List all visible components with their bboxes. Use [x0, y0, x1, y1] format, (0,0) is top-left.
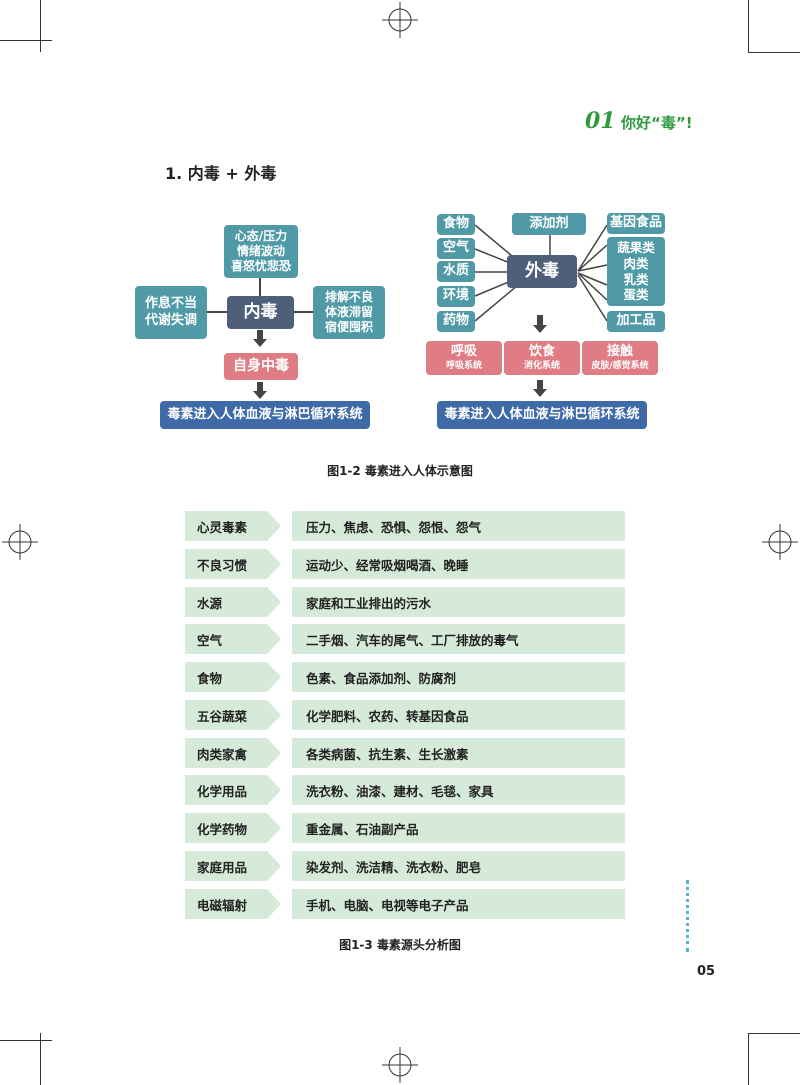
row-label: 不良习惯 [185, 549, 267, 579]
outer-right-label: 蛋类 [623, 287, 649, 303]
outer-top-label: 添加剂 [529, 215, 569, 231]
table-row: 化学用品 洗衣粉、油漆、建材、毛毯、家具 [185, 775, 625, 805]
route-breathing: 呼吸 呼吸系统 [426, 341, 502, 375]
inner-left-box: 作息不当 代谢失调 [135, 286, 207, 339]
page-side-dots [686, 880, 689, 952]
outer-toxin-center: 外毒 [507, 255, 577, 288]
outer-left-label: 药物 [442, 313, 469, 329]
inner-center-label: 内毒 [243, 301, 278, 322]
inner-left-line: 作息不当 [144, 296, 197, 312]
row-value: 手机、电脑、电视等电子产品 [292, 889, 625, 919]
outer-right-processed: 加工品 [607, 311, 665, 332]
row-label: 五谷蔬菜 [185, 700, 267, 730]
outer-left-label: 水质 [442, 263, 469, 279]
table-row: 食物 色素、食品添加剂、防腐剂 [185, 662, 625, 692]
row-label: 空气 [185, 624, 267, 654]
outer-center-label: 外毒 [525, 260, 559, 281]
inner-right-box: 排解不良 体液滞留 宿便囤积 [313, 286, 385, 339]
row-value: 二手烟、汽车的尾气、工厂排放的毒气 [292, 624, 625, 654]
registration-mark-bottom [382, 1047, 418, 1083]
inner-left-line: 代谢失调 [144, 312, 197, 328]
outer-left-water: 水质 [437, 261, 475, 282]
outer-right-label: 蔬果类 [617, 240, 655, 256]
row-value: 各类病菌、抗生素、生长激素 [292, 738, 625, 768]
table-row: 家庭用品 染发剂、洗洁精、洗衣粉、肥皂 [185, 851, 625, 881]
inner-top-line: 情绪波动 [236, 244, 285, 258]
route-subtitle: 消化系统 [523, 360, 560, 371]
outer-top-additive: 添加剂 [512, 213, 586, 235]
row-value: 色素、食品添加剂、防腐剂 [292, 662, 625, 692]
outer-left-label: 环境 [442, 288, 469, 304]
row-value: 重金属、石油副产品 [292, 813, 625, 843]
table-row: 心灵毒素 压力、焦虑、恐惧、怨恨、怨气 [185, 511, 625, 541]
outer-right-gm-food: 基因食品 [607, 213, 665, 234]
down-arrow-icon [537, 315, 543, 325]
table-row: 五谷蔬菜 化学肥料、农药、转基因食品 [185, 700, 625, 730]
route-title: 接触 [606, 344, 633, 360]
row-value: 洗衣粉、油漆、建材、毛毯、家具 [292, 775, 625, 805]
row-label: 电磁辐射 [185, 889, 267, 919]
row-value: 化学肥料、农药、转基因食品 [292, 700, 625, 730]
route-subtitle: 呼吸系统 [445, 360, 482, 371]
outer-left-food: 食物 [437, 214, 475, 235]
row-label: 肉类家禽 [185, 738, 267, 768]
outer-right-label: 肉类 [623, 255, 649, 271]
registration-mark-right [762, 524, 798, 560]
self-poisoning-label: 自身中毒 [233, 357, 289, 374]
row-value: 染发剂、洗洁精、洗衣粉、肥皂 [292, 851, 625, 881]
row-label: 家庭用品 [185, 851, 267, 881]
inner-top-box: 心态/压力 情绪波动 喜怒忧悲恐 [224, 225, 298, 278]
chapter-number: 01 [585, 108, 616, 134]
inner-right-line: 宿便囤积 [324, 320, 373, 334]
page-number: 05 [697, 964, 716, 979]
inner-right-line: 排解不良 [324, 290, 373, 304]
outer-final-label: 毒素进入人体血液与淋巴循环系统 [444, 406, 640, 422]
figure-caption-1-3: 图1-3 毒素源头分析图 [339, 938, 461, 952]
section-title: 1. 内毒 + 外毒 [165, 164, 277, 183]
row-value: 运动少、经常吸烟喝酒、晚睡 [292, 549, 625, 579]
outer-left-air: 空气 [437, 238, 475, 259]
table-row: 电磁辐射 手机、电脑、电视等电子产品 [185, 889, 625, 919]
down-arrow-icon [257, 382, 263, 391]
table-row: 空气 二手烟、汽车的尾气、工厂排放的毒气 [185, 624, 625, 654]
row-label: 心灵毒素 [185, 511, 267, 541]
self-poisoning-box: 自身中毒 [224, 353, 298, 380]
row-value: 家庭和工业排出的污水 [292, 587, 625, 617]
inner-right-line: 体液滞留 [324, 305, 373, 319]
outer-right-label: 加工品 [616, 313, 656, 329]
outer-right-produce-group: 蔬果类 肉类 乳类 蛋类 [607, 237, 665, 306]
outer-left-environment: 环境 [437, 286, 475, 307]
outer-left-label: 空气 [442, 240, 469, 256]
registration-mark-top [382, 2, 418, 38]
down-arrow-icon [257, 330, 263, 339]
outer-left-medicine: 药物 [437, 311, 475, 332]
inner-top-line: 喜怒忧悲恐 [230, 259, 291, 273]
inner-toxin-center: 内毒 [227, 296, 294, 329]
outer-right-label: 基因食品 [609, 215, 662, 231]
route-diet: 饮食 消化系统 [504, 341, 580, 375]
table-row: 不良习惯 运动少、经常吸烟喝酒、晚睡 [185, 549, 625, 579]
row-label: 食物 [185, 662, 267, 692]
outer-left-label: 食物 [442, 216, 469, 232]
route-title: 饮食 [528, 344, 555, 360]
row-label: 化学药物 [185, 813, 267, 843]
inner-final-box: 毒素进入人体血液与淋巴循环系统 [160, 401, 370, 429]
chapter-title: 你好“毒”! [621, 114, 693, 132]
table-row: 水源 家庭和工业排出的污水 [185, 587, 625, 617]
down-arrow-icon [537, 380, 543, 389]
registration-mark-left [2, 524, 38, 560]
row-label: 水源 [185, 587, 267, 617]
figure-caption-1-2: 图1-2 毒素进入人体示意图 [327, 464, 473, 478]
inner-top-line: 心态/压力 [234, 229, 288, 243]
inner-final-label: 毒素进入人体血液与淋巴循环系统 [167, 406, 363, 422]
table-row: 化学药物 重金属、石油副产品 [185, 813, 625, 843]
outer-right-label: 乳类 [623, 271, 649, 287]
table-row: 肉类家禽 各类病菌、抗生素、生长激素 [185, 738, 625, 768]
row-label: 化学用品 [185, 775, 267, 805]
route-title: 呼吸 [450, 344, 477, 360]
outer-final-box: 毒素进入人体血液与淋巴循环系统 [437, 401, 647, 429]
route-subtitle: 皮肤/感觉系统 [591, 360, 649, 371]
route-contact: 接触 皮肤/感觉系统 [582, 341, 658, 375]
row-value: 压力、焦虑、恐惧、怨恨、怨气 [292, 511, 625, 541]
